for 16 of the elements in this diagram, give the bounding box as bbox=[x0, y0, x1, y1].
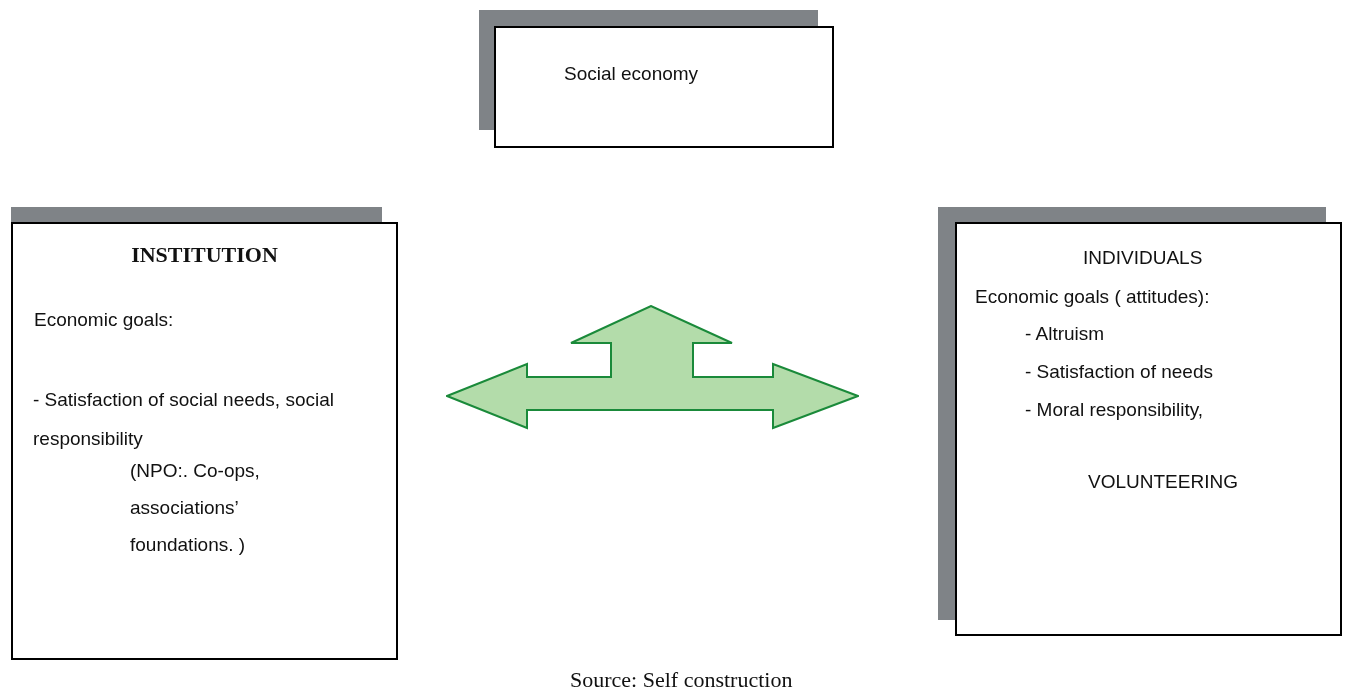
box-text: Economic goals: bbox=[34, 308, 174, 332]
box-text: - Satisfaction of needs bbox=[1025, 360, 1213, 384]
text-box bbox=[955, 222, 1342, 636]
box-text: (NPO:. Co-ops, associations’ foundations. ) bbox=[130, 459, 261, 557]
box-heading: Social economy bbox=[564, 62, 699, 86]
text-box bbox=[494, 26, 834, 148]
box-text: - Altruism bbox=[1025, 322, 1105, 346]
box-text: - Satisfaction of social needs, social responsibility bbox=[33, 388, 335, 451]
box-text: VOLUNTEERING bbox=[1088, 470, 1238, 494]
three-way-block-arrow bbox=[446, 305, 859, 430]
text-box bbox=[11, 222, 398, 660]
caption: Source: Self construction bbox=[570, 666, 793, 692]
box-text: - Moral responsibility, bbox=[1025, 398, 1204, 422]
box-heading: INSTITUTION bbox=[130, 241, 279, 269]
box-text: Economic goals ( attitudes): bbox=[975, 285, 1210, 309]
box-heading: INDIVIDUALS bbox=[1083, 246, 1203, 270]
